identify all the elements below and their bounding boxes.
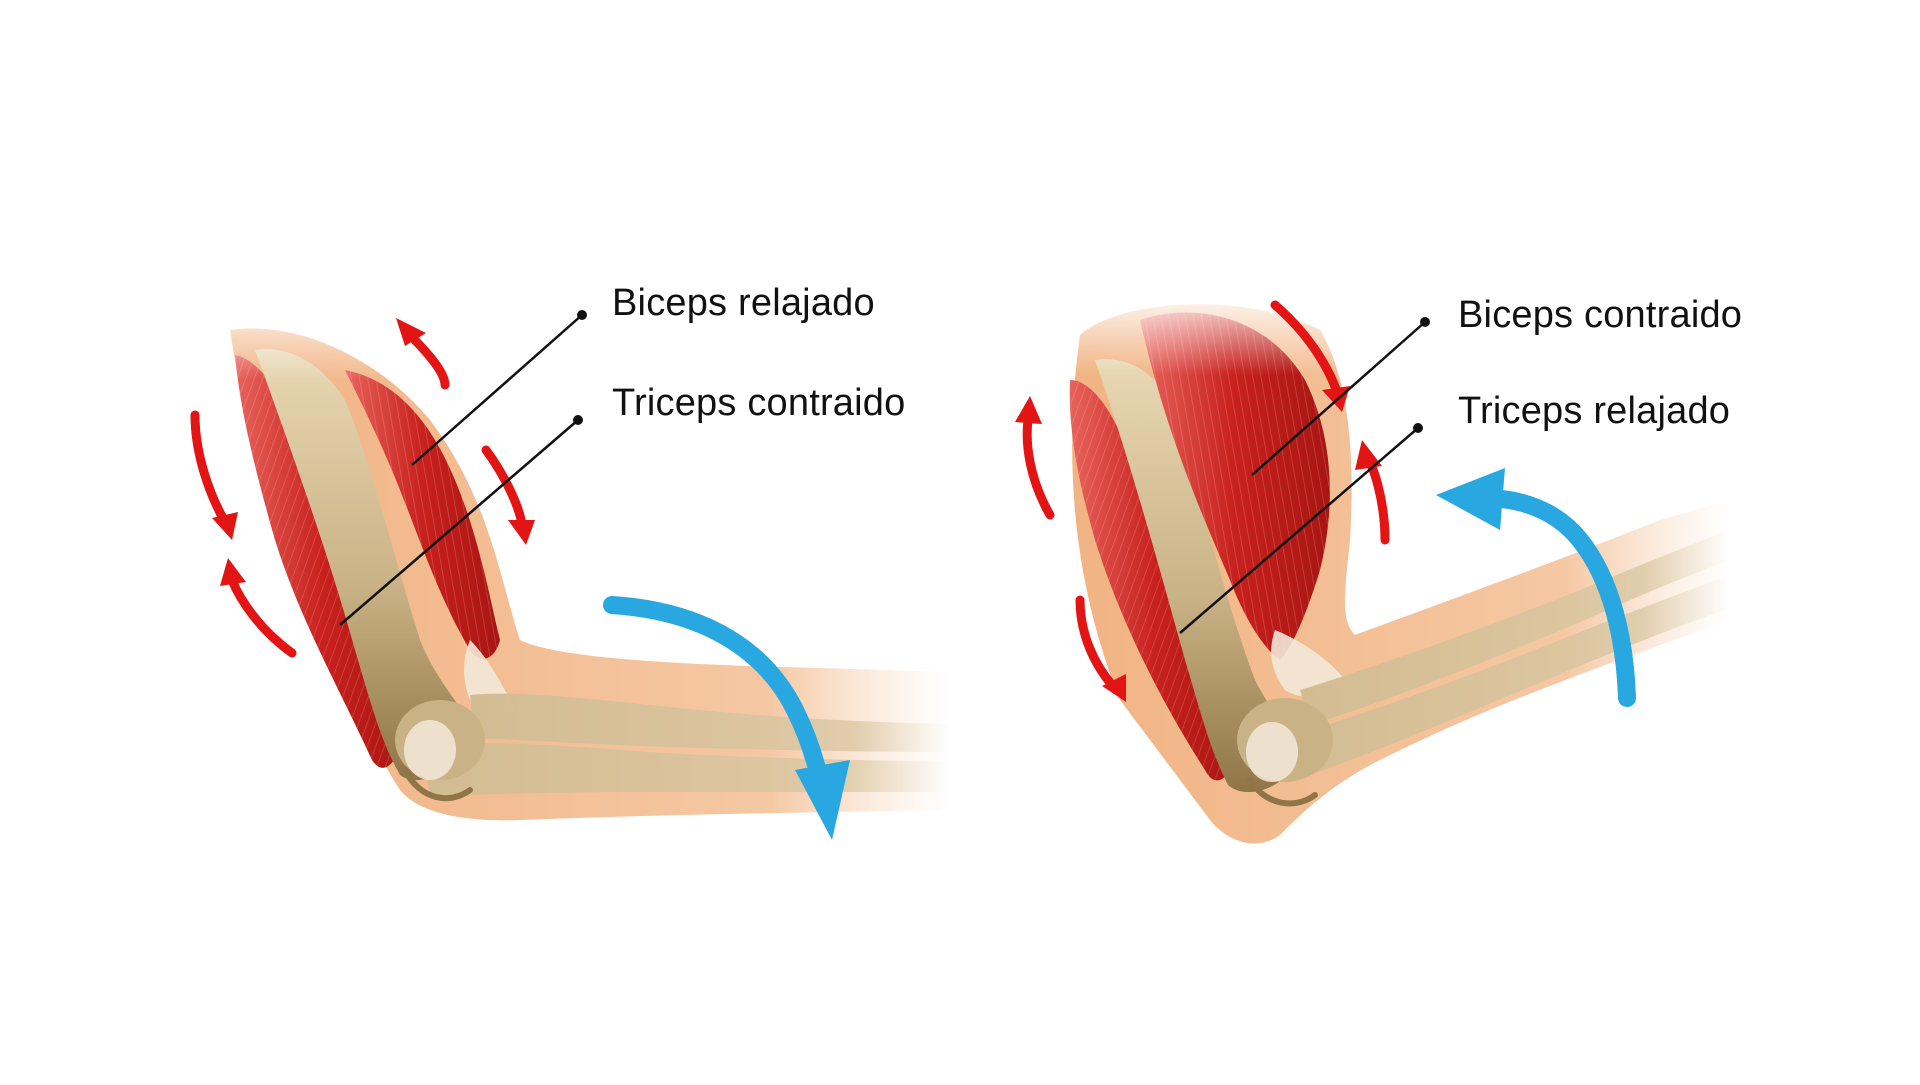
left-humerus-bone [255,349,470,781]
right-humerus-bone [1095,359,1296,793]
right-radius-bone [1300,530,1730,725]
left-arm-motion-arrow-down [603,596,850,840]
right-triceps-label: Triceps relajado [1458,390,1731,432]
left-arm-illustration [200,290,950,821]
right-leader-lines [1179,317,1430,634]
right-biceps-label: Biceps contraido [1458,294,1743,336]
left-radius-bone [470,693,950,752]
left-triceps-contract-arrows [190,410,297,658]
right-arm-illustration [1050,285,1730,844]
left-biceps-stretch-arrows [396,318,535,545]
right-biceps-contract-arrows [1270,300,1390,545]
right-arm-motion-arrow-up [1436,468,1636,707]
left-biceps-label: Biceps relajado [612,282,875,324]
left-triceps-label: Triceps contraido [612,382,906,424]
right-biceps-tendon [1271,630,1345,697]
right-triceps-stretch-arrows [1015,396,1126,702]
left-leader-lines [339,310,587,626]
